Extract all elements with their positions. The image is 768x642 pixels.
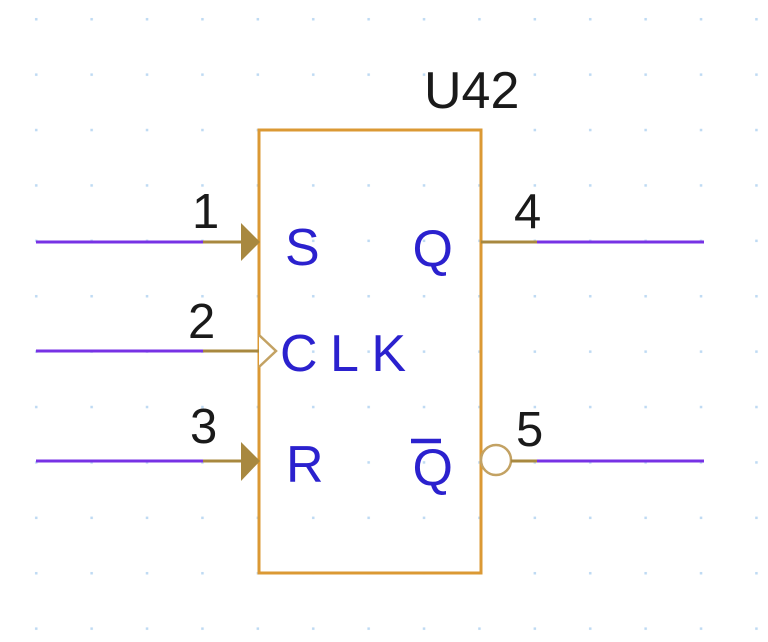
pin-4: 4 Q [413,185,704,278]
pin-3-number[interactable]: 3 [190,400,217,454]
pin-4-number[interactable]: 4 [514,185,541,239]
pin-1-number[interactable]: 1 [192,185,219,239]
component-reference[interactable]: U42 [424,62,519,120]
pin-1: 1 S [36,185,320,277]
pin-3-arrow-icon [241,442,260,481]
pin-3: 3 R [36,400,324,494]
pin-2-label[interactable]: CLK [280,325,406,383]
clock-chevron-icon [258,334,278,368]
pin-5: 5 Q [411,403,704,497]
pin-5-number[interactable]: 5 [516,403,543,457]
pin-4-label[interactable]: Q [413,220,453,278]
pin-1-arrow-icon [241,223,260,261]
pin-1-label[interactable]: S [285,219,320,277]
pin-5-label[interactable]: Q [413,439,453,497]
pin-2: 2 CLK [36,295,406,383]
inversion-bubble-icon [479,443,513,477]
pin-2-number[interactable]: 2 [188,295,215,349]
pin-3-label[interactable]: R [286,436,324,494]
